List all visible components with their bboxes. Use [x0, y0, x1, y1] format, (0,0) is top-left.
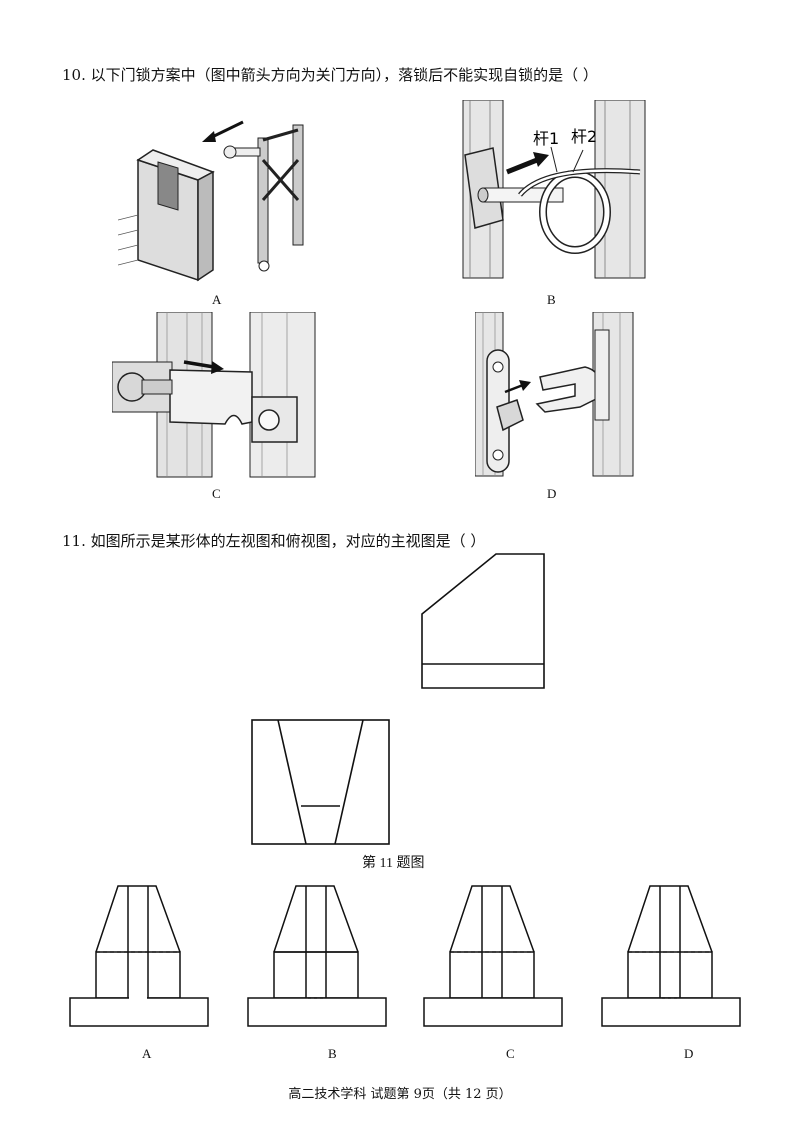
- q11-option-d-figure: [600, 884, 742, 1029]
- q10-option-a-label: A: [212, 292, 222, 307]
- question-11-text: 11. 如图所示是某形体的左视图和俯视图，对应的主视图是（ ）: [62, 532, 486, 550]
- q11-option-b-figure: [246, 884, 388, 1029]
- q10-figure-a: [118, 100, 314, 285]
- q11-option-a-label: A: [142, 1046, 152, 1061]
- q10-figure-b: 杆1 杆2: [445, 100, 660, 280]
- q10-figure-c: [112, 312, 317, 480]
- rod-2-label: 杆2: [571, 127, 597, 146]
- rod-1-label: 杆1: [533, 129, 559, 148]
- q10-option-d-label: D: [547, 486, 557, 501]
- q11-option-d-label: D: [684, 1046, 694, 1061]
- q11-option-a-figure: [68, 884, 210, 1029]
- q11-figure-caption: 第 11 题图: [362, 856, 425, 871]
- q11-top-view: [250, 718, 392, 848]
- q11-left-view: [420, 552, 548, 692]
- q10-option-c-label: C: [212, 486, 221, 501]
- q11-option-c-figure: [422, 884, 564, 1029]
- page-footer: 高二技术学科 试题第 9页（共 12 页）: [288, 1087, 512, 1102]
- question-10-text: 10. 以下门锁方案中（图中箭头方向为关门方向），落锁后不能实现自锁的是（ ）: [62, 66, 598, 84]
- q10-option-b-label: B: [547, 292, 556, 307]
- q10-figure-d: [475, 312, 635, 478]
- q11-option-c-label: C: [506, 1046, 515, 1061]
- q11-option-b-label: B: [328, 1046, 337, 1061]
